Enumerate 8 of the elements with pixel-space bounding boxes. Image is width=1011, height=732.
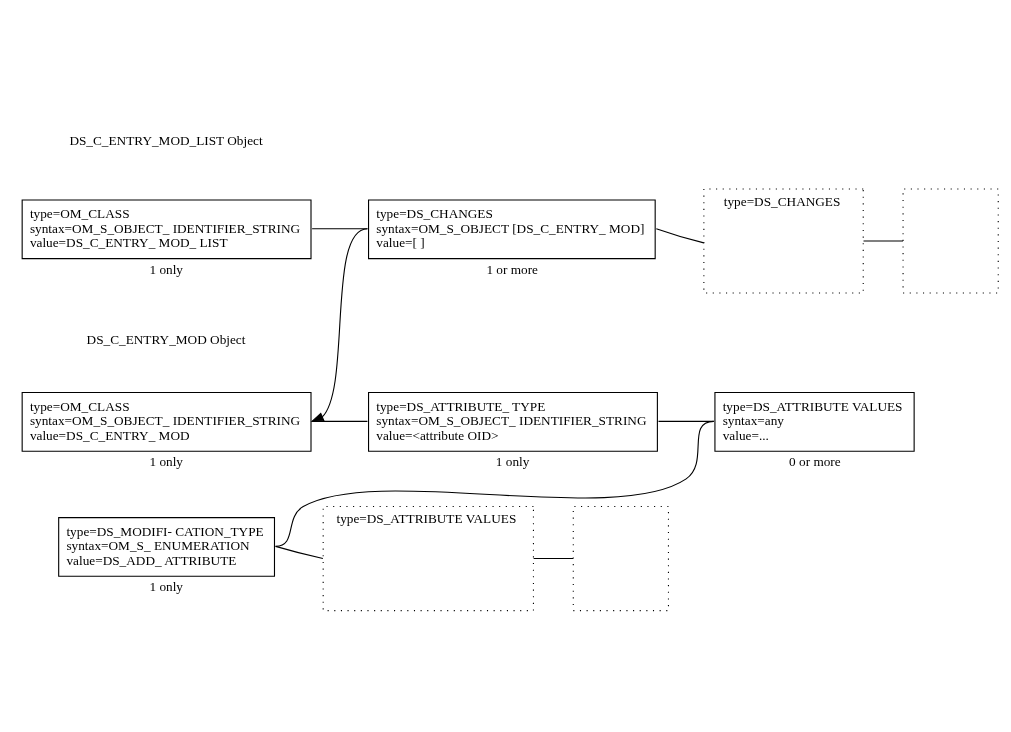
node-label: 0 or more [789, 454, 841, 470]
node-label: 1 only [149, 454, 183, 470]
node-label: 1 only [149, 261, 183, 277]
node-label: 1 only [149, 579, 183, 595]
node-label: 1 or more [486, 261, 538, 277]
label: DS_C_ENTRY_MOD Object [86, 331, 246, 347]
node-label: 1 only [495, 454, 530, 470]
label: DS_C_ENTRY_MOD_LIST Object [69, 132, 263, 148]
